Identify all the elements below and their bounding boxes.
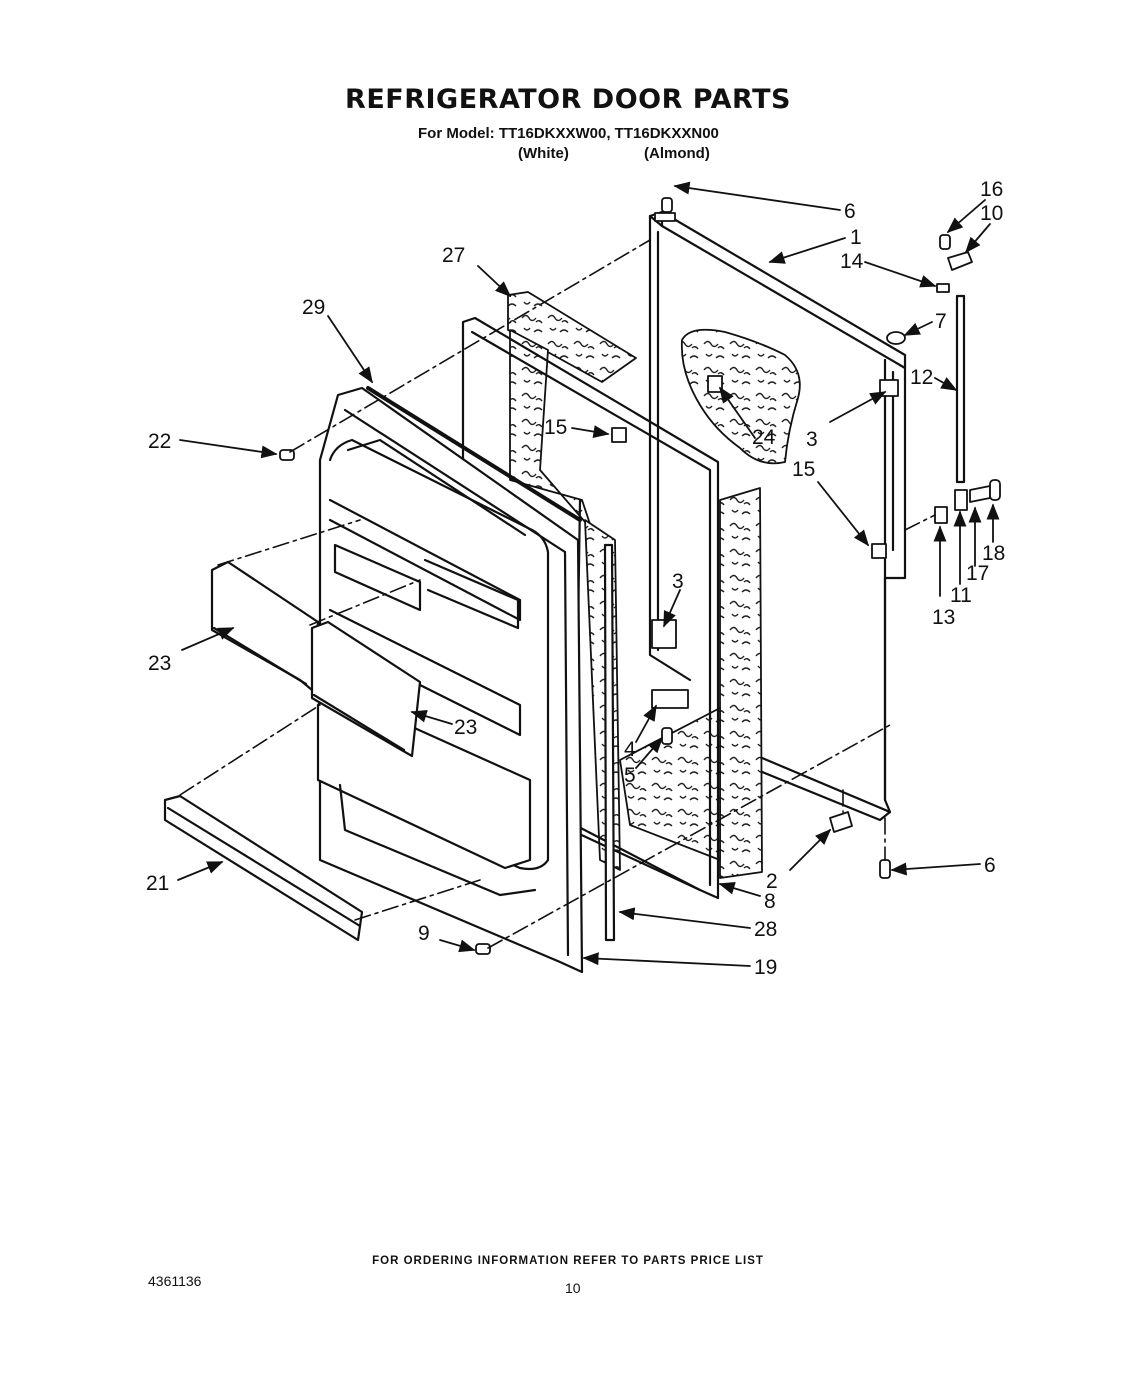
callout-6-bottom: 6 bbox=[984, 854, 996, 877]
callout-5: 5 bbox=[624, 764, 636, 787]
callout-27: 27 bbox=[442, 244, 465, 267]
callout-4: 4 bbox=[624, 738, 636, 761]
callout-23-right: 23 bbox=[454, 716, 477, 739]
color-almond-label: (Almond) bbox=[644, 145, 710, 162]
callout-14: 14 bbox=[840, 250, 864, 273]
page-number: 10 bbox=[565, 1280, 581, 1296]
ordering-info-note: FOR ORDERING INFORMATION REFER TO PARTS … bbox=[372, 1255, 764, 1267]
color-white-label: (White) bbox=[518, 145, 569, 162]
alignment-lines bbox=[179, 239, 936, 949]
page-title: REFRIGERATOR DOOR PARTS bbox=[345, 84, 791, 115]
callout-7: 7 bbox=[935, 310, 947, 333]
callout-23-left: 23 bbox=[148, 652, 171, 675]
handle-strip bbox=[955, 294, 966, 484]
door-shelf-upper bbox=[210, 560, 320, 692]
callout-13: 13 bbox=[932, 606, 955, 629]
callout-28: 28 bbox=[754, 918, 777, 941]
callout-leaders bbox=[177, 181, 1000, 967]
insulation-foam bbox=[507, 291, 763, 879]
callout-3-upper: 3 bbox=[806, 428, 818, 451]
callout-18: 18 bbox=[982, 542, 1005, 565]
callout-9: 9 bbox=[418, 922, 430, 945]
callout-15-left: 15 bbox=[544, 416, 567, 439]
callout-16: 16 bbox=[980, 178, 1003, 201]
callout-24: 24 bbox=[752, 426, 776, 449]
callout-labels: 6 1 16 10 14 7 12 3 24 15 18 17 11 13 27… bbox=[146, 178, 1005, 979]
hinge-hardware bbox=[279, 197, 1001, 955]
callout-22: 22 bbox=[148, 430, 171, 453]
callout-10: 10 bbox=[980, 202, 1003, 225]
callout-1: 1 bbox=[850, 226, 862, 249]
callout-11: 11 bbox=[950, 584, 972, 607]
callout-6-top: 6 bbox=[844, 200, 856, 223]
door-rail bbox=[366, 386, 582, 522]
callout-3-lower: 3 bbox=[672, 570, 684, 593]
callout-29: 29 bbox=[302, 296, 325, 319]
callout-2: 2 bbox=[766, 870, 778, 893]
callout-19: 19 bbox=[754, 956, 777, 979]
cutaway-reveal bbox=[680, 328, 801, 465]
model-numbers: For Model: TT16DKXXW00, TT16DKXXN00 bbox=[418, 125, 719, 142]
callout-15-right: 15 bbox=[792, 458, 815, 481]
bottom-trim bbox=[163, 794, 364, 942]
document-number: 4361136 bbox=[148, 1273, 202, 1289]
callout-8: 8 bbox=[764, 890, 776, 913]
trim-strip bbox=[603, 543, 616, 942]
inner-door-liner bbox=[316, 386, 584, 974]
door-shelf-middle bbox=[310, 620, 422, 758]
callout-17: 17 bbox=[966, 562, 989, 585]
callout-21: 21 bbox=[146, 872, 169, 895]
callout-12: 12 bbox=[910, 366, 933, 389]
